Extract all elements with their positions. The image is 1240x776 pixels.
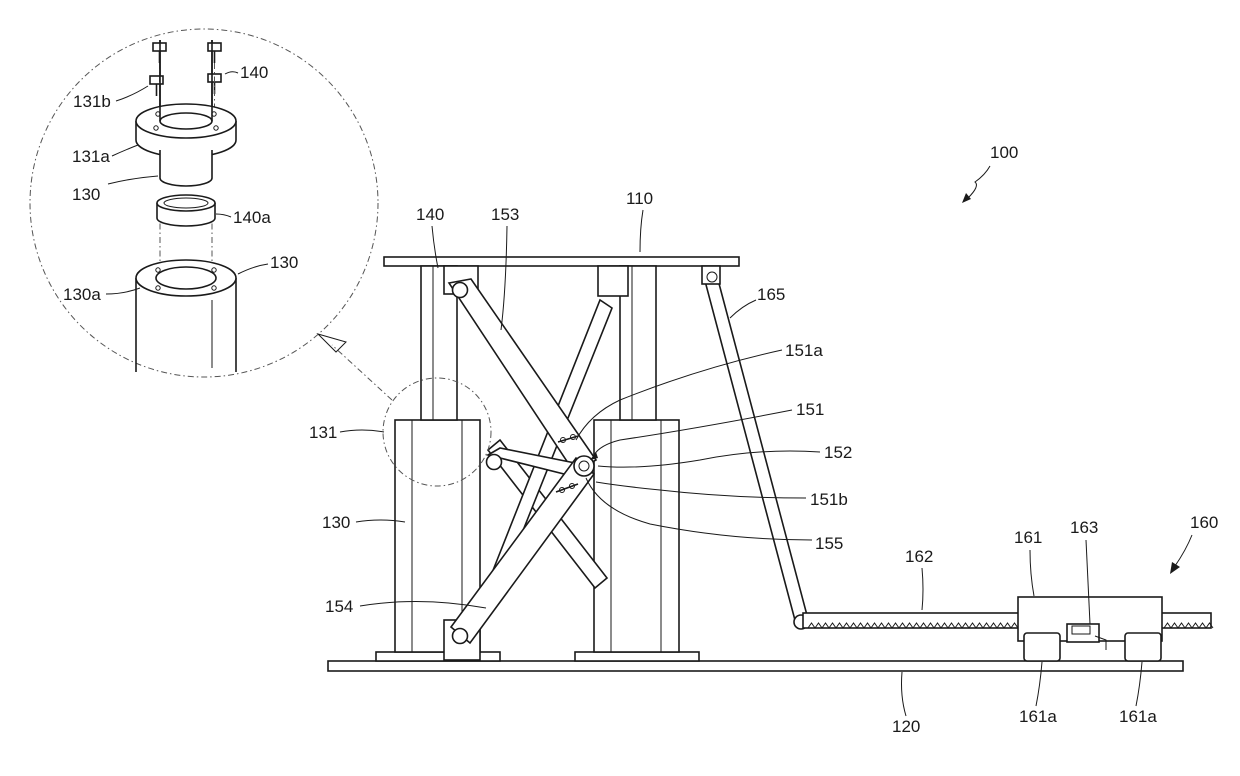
label-130-detail: 130 bbox=[72, 185, 100, 204]
label-153: 153 bbox=[491, 205, 519, 224]
flange-icon bbox=[136, 40, 236, 157]
label-162: 162 bbox=[905, 547, 933, 566]
label-160: 160 bbox=[1190, 513, 1218, 532]
label-140a: 140a bbox=[233, 208, 271, 227]
label-163: 163 bbox=[1070, 518, 1098, 537]
detail-pointer-arrow bbox=[318, 334, 392, 400]
label-151a: 151a bbox=[785, 341, 823, 360]
label-161a-left: 161a bbox=[1019, 707, 1057, 726]
label-131: 131 bbox=[309, 423, 337, 442]
label-110: 110 bbox=[626, 189, 653, 208]
label-100: 100 bbox=[990, 143, 1018, 162]
top-clevis-right bbox=[598, 266, 628, 296]
label-140: 140 bbox=[416, 205, 444, 224]
label-154: 154 bbox=[325, 597, 353, 616]
label-155: 155 bbox=[815, 534, 843, 553]
label-130a: 130a bbox=[63, 285, 101, 304]
assembly-arrow bbox=[968, 166, 990, 198]
label-131b: 131b bbox=[73, 92, 111, 111]
push-rod-165 bbox=[702, 266, 808, 629]
label-151b: 151b bbox=[810, 490, 848, 509]
roller-left bbox=[1024, 633, 1060, 661]
label-161a-right: 161a bbox=[1119, 707, 1157, 726]
base-plate bbox=[328, 661, 1183, 671]
label-165: 165 bbox=[757, 285, 785, 304]
label-131a: 131a bbox=[72, 147, 110, 166]
label-152: 152 bbox=[824, 443, 852, 462]
label-130: 130 bbox=[322, 513, 350, 532]
column-detail-icon bbox=[136, 260, 236, 372]
label-120: 120 bbox=[892, 717, 920, 736]
roller-right bbox=[1125, 633, 1161, 661]
label-130-detail-2: 130 bbox=[270, 253, 298, 272]
label-140-detail: 140 bbox=[240, 63, 268, 82]
label-161: 161 bbox=[1014, 528, 1042, 547]
ring-icon bbox=[157, 195, 215, 226]
label-151: 151 bbox=[796, 400, 824, 419]
